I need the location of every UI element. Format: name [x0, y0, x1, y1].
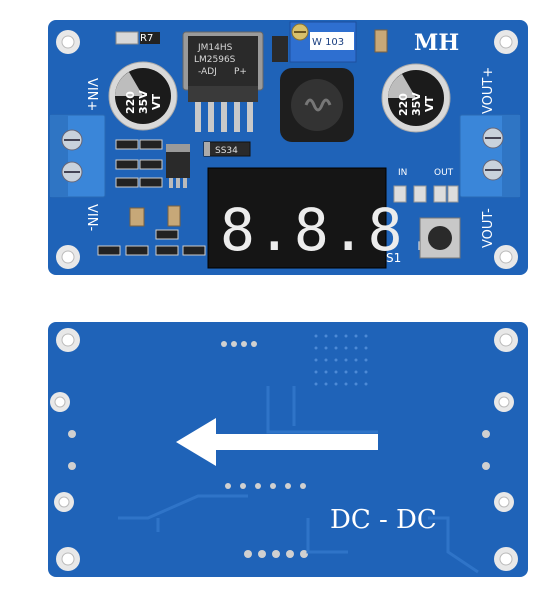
solder-pads: [68, 341, 490, 558]
diode-ss34: SS34: [203, 141, 251, 157]
label-vout-plus: VOUT+: [481, 67, 496, 114]
back-board: DC - DC: [48, 322, 528, 577]
cap-left-value: 220: [124, 91, 137, 114]
front-board: VIN+ VIN- VOUT+ VOUT- 220 35V VT 220 35V…: [48, 20, 528, 275]
trim-potentiometer[interactable]: W 103: [289, 21, 357, 63]
ic-line4: P+: [234, 67, 247, 77]
inductor: [280, 68, 354, 142]
pot-marking: W 103: [312, 37, 344, 48]
smd-part: [272, 36, 288, 62]
front-mounting-holes: [56, 30, 518, 269]
capacitor-right: 220 35V VT: [381, 63, 451, 133]
label-ss34: SS34: [215, 146, 238, 156]
ceramic-cap: [374, 29, 388, 53]
label-s1: S1: [386, 251, 401, 265]
cap-right-series: VT: [423, 95, 436, 112]
cap-right-value: 220: [397, 93, 410, 116]
label-vin-plus: VIN+: [84, 78, 99, 111]
ic-line3: -ADJ: [198, 67, 217, 77]
indicator-leds: [393, 185, 459, 203]
transistor: [166, 144, 190, 188]
smd-resistors-bottom: [97, 205, 206, 256]
label-vout-minus: VOUT-: [481, 208, 496, 248]
display-readout: 8.8.8.: [220, 196, 442, 264]
vout-terminal-block[interactable]: [459, 114, 521, 198]
arrow-left-icon: [176, 418, 378, 466]
brand-mark: MH: [414, 30, 459, 56]
front-board-svg: VIN+ VIN- VOUT+ VOUT- 220 35V VT 220 35V…: [48, 20, 528, 275]
back-board-svg: DC - DC: [48, 322, 528, 577]
regulator-ic: JM14HS LM2596S -ADJ P+: [182, 31, 264, 132]
label-out: OUT: [434, 168, 454, 178]
smd-resistors-left: [115, 139, 163, 188]
capacitor-left: 220 35V VT: [108, 61, 178, 131]
resistor-r7: R7: [115, 31, 160, 45]
back-mounting-holes: [50, 328, 518, 571]
cap-left-voltage: 35V: [137, 90, 150, 114]
cap-right-voltage: 35V: [410, 92, 423, 116]
seven-segment-display: 8.8.8.: [207, 167, 442, 269]
ic-line1: JM14HS: [197, 43, 233, 53]
cap-left-series: VT: [150, 93, 163, 110]
back-silk-text: DC - DC: [330, 505, 437, 535]
via-dots: [314, 334, 368, 386]
push-button-s1[interactable]: [419, 217, 461, 259]
label-vin-minus: VIN-: [84, 204, 99, 231]
label-in: IN: [398, 168, 407, 178]
copper-traces: [118, 386, 479, 574]
ic-line2: LM2596S: [194, 55, 236, 65]
label-r7: R7: [140, 33, 153, 44]
vin-terminal-block[interactable]: [49, 114, 106, 198]
